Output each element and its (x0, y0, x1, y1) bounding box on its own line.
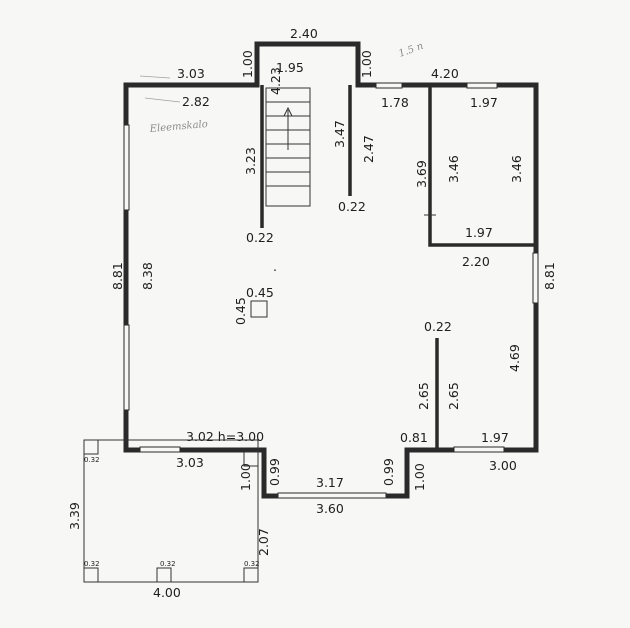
dim-label: 3.02 h=3.00 (186, 429, 264, 444)
dimension-labels: 2.40 1.95 3.03 2.82 4.20 1.78 1.97 0.22 … (153, 26, 517, 600)
dim-label: 4.00 (153, 585, 181, 600)
terrace-post (243, 567, 259, 583)
dim-label: 2.65 (446, 382, 461, 410)
terrace-post (156, 567, 172, 583)
post-labels: 0.32 0.32 0.32 0.32 (84, 456, 260, 568)
terrace-post (243, 451, 259, 467)
dim-label: 1.78 (381, 95, 409, 110)
dim-label: 2.47 (361, 135, 376, 163)
dim-label: 4.23 (268, 67, 283, 95)
window-left-1 (123, 124, 130, 211)
dim-label: 1.00 (359, 50, 374, 78)
dimension-labels-vertical: 1.00 1.00 4.23 8.81 8.38 3.23 3.47 2.47 … (67, 50, 557, 556)
window-bottom-right (453, 446, 505, 453)
dim-label: 2.07 (256, 528, 271, 556)
center-mark: . (273, 259, 277, 274)
handwritten-note-top: 1.5 п (397, 41, 425, 60)
staircase (265, 87, 311, 207)
dim-label: 3.46 (509, 155, 524, 183)
dim-label: 8.81 (542, 262, 557, 290)
dim-label: 3.46 (446, 155, 461, 183)
dim-label: 8.81 (110, 262, 125, 290)
dim-label: 1.00 (238, 463, 253, 491)
window-top-2 (466, 82, 498, 89)
dim-label: 1.97 (465, 225, 493, 240)
dim-label: 1.97 (481, 430, 509, 445)
dim-label: 3.47 (332, 120, 347, 148)
post-label: 0.32 (244, 560, 260, 568)
dim-label: 0.22 (338, 199, 366, 214)
window-right (532, 252, 539, 304)
window-bottom-left (139, 446, 181, 453)
terrace-post (83, 567, 99, 583)
dim-label: 3.03 (177, 66, 205, 81)
window-top-1 (375, 82, 403, 89)
handwritten-note-left: Eleemskalo (148, 119, 208, 135)
dim-label: 0.22 (246, 230, 274, 245)
dim-label: 3.03 (176, 455, 204, 470)
post-label: 0.32 (84, 456, 100, 464)
dim-label: 3.17 (316, 475, 344, 490)
dim-label: 1.00 (240, 50, 255, 78)
terrace (83, 439, 259, 583)
window-bay (277, 492, 387, 499)
dim-label: 2.65 (416, 382, 431, 410)
dim-label: 0.45 (233, 297, 248, 325)
dim-label: 4.20 (431, 66, 459, 81)
dim-label: 4.69 (507, 344, 522, 372)
dim-label: 8.38 (140, 262, 155, 290)
window-left-2 (123, 324, 130, 411)
dim-label: 1.00 (412, 463, 427, 491)
dim-label: 0.45 (246, 285, 274, 300)
dim-label: 2.82 (182, 94, 210, 109)
dim-label: 0.99 (381, 458, 396, 486)
dim-label: 0.99 (267, 458, 282, 486)
dim-label: 0.81 (400, 430, 428, 445)
dim-label: 3.23 (243, 147, 258, 175)
post-label: 0.32 (160, 560, 176, 568)
outer-walls (123, 41, 539, 499)
dim-label: 0.22 (424, 319, 452, 334)
terrace-post (83, 439, 99, 455)
dim-label: 3.39 (67, 502, 82, 530)
windows (123, 82, 539, 499)
dim-label: 3.00 (489, 458, 517, 473)
column (250, 300, 268, 318)
dim-label: 3.60 (316, 501, 344, 516)
dim-label: 3.69 (414, 160, 429, 188)
post-label: 0.32 (84, 560, 100, 568)
dim-label: 2.20 (462, 254, 490, 269)
dim-label: 1.97 (470, 95, 498, 110)
interior-walls (260, 85, 536, 450)
dim-label: 2.40 (290, 26, 318, 41)
dim-label: 1.95 (276, 60, 304, 75)
